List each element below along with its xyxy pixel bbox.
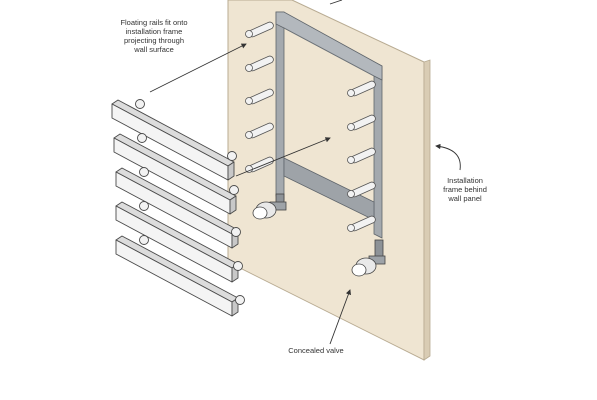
peg [347, 80, 376, 97]
peg [245, 21, 274, 38]
rail [113, 133, 239, 215]
callout-floating-rails: Floating rails fit onto installation fra… [94, 18, 214, 54]
callout-line: Installation [447, 176, 483, 185]
concealed-valve-left [252, 193, 287, 220]
rail [115, 201, 243, 283]
callout-concealed-valve: Concealed valve [276, 346, 356, 355]
callout-line: wall panel [448, 194, 482, 203]
concealed-valve-right [351, 239, 386, 277]
rail [111, 99, 237, 181]
peg [347, 215, 376, 232]
rail [115, 167, 241, 249]
peg [347, 114, 376, 131]
callout-installation-frame: Installation frame behind wall panel [428, 176, 502, 203]
peg [245, 88, 274, 105]
arrow-valve [329, 289, 351, 345]
floating-rails [111, 99, 245, 317]
peg [347, 181, 376, 198]
callout-line: Floating rails fit onto [120, 18, 188, 27]
wall-pegs-right [347, 80, 376, 232]
peg [245, 122, 274, 139]
callout-line: projecting through [123, 36, 185, 45]
peg [245, 55, 274, 72]
arrow-rails-to-pegs-lower [235, 137, 331, 177]
arrow-frame [435, 143, 461, 171]
callout-line: Concealed valve [288, 346, 344, 355]
wall-pegs-left [245, 21, 274, 173]
leader-arrows [149, 0, 461, 345]
peg [347, 147, 376, 164]
arrow-rails-to-pegs [149, 43, 247, 93]
arrow-top [329, 0, 343, 5]
callout-line: installation frame [125, 27, 183, 36]
callout-line: frame behind [443, 185, 487, 194]
rail [115, 235, 245, 317]
callout-line: wall surface [134, 45, 174, 54]
